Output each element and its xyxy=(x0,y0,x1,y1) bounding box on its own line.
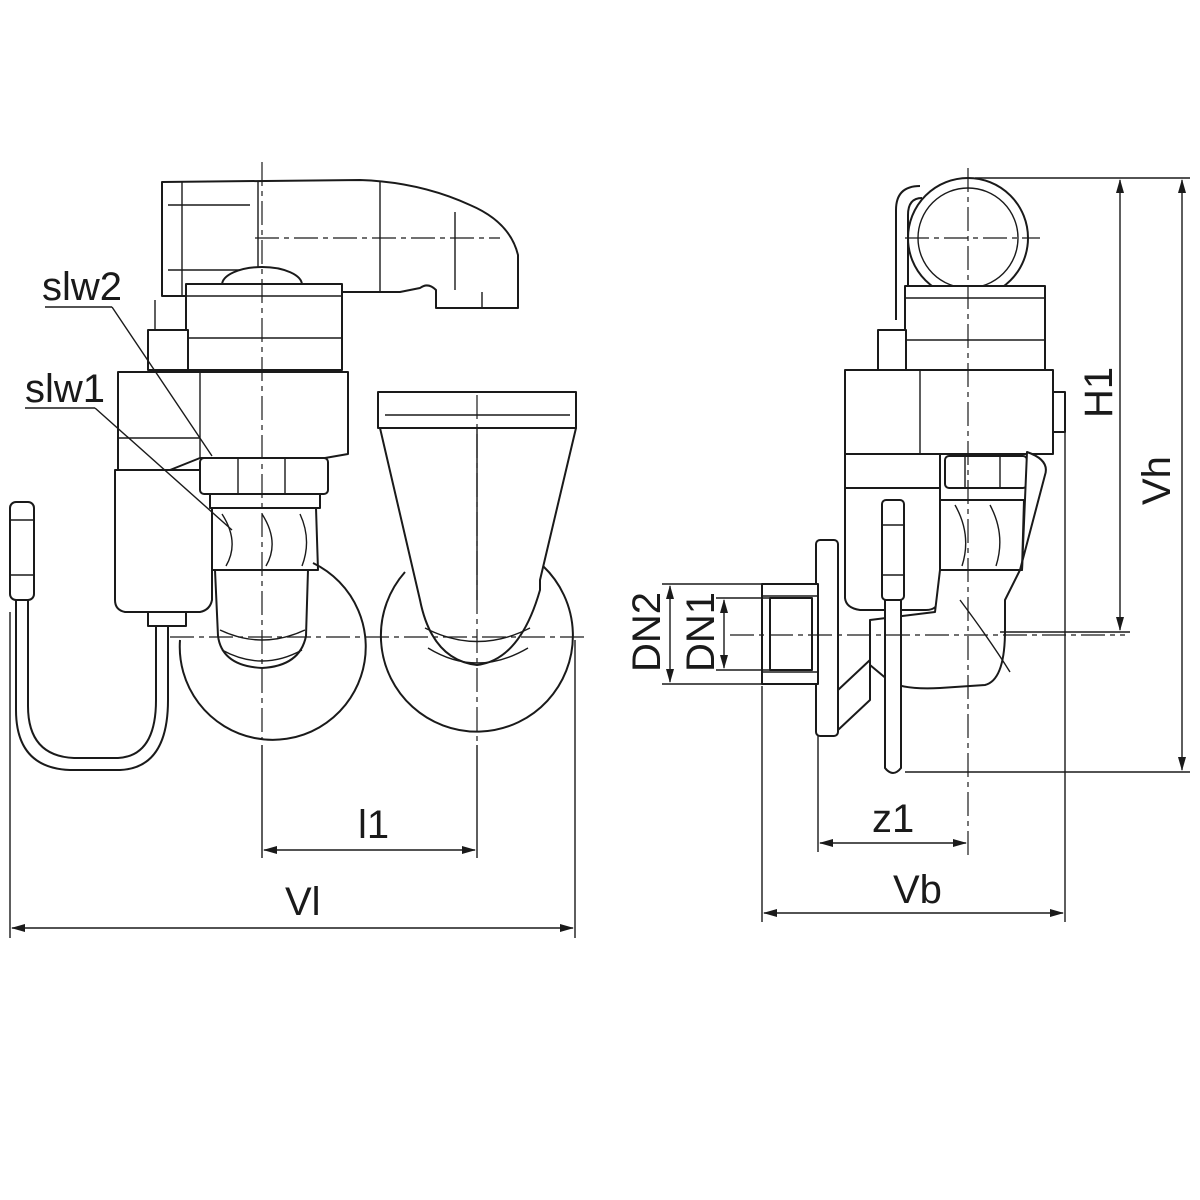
label-vl: Vl xyxy=(285,880,321,924)
front-view xyxy=(9,162,585,938)
dimension-vb xyxy=(761,432,1066,922)
label-vh: Vh xyxy=(1135,456,1179,505)
label-h1: H1 xyxy=(1077,367,1121,418)
dimension-z1 xyxy=(817,736,967,852)
sensor-cable xyxy=(9,501,169,771)
side-view xyxy=(662,168,1190,922)
upper-body xyxy=(147,283,343,371)
label-l1: l1 xyxy=(358,803,389,847)
dimension-vh xyxy=(905,179,1190,773)
dimension-vl xyxy=(9,612,576,938)
dimension-dn xyxy=(662,583,770,685)
main-housing xyxy=(114,371,349,627)
union-nut-slw2 xyxy=(199,457,329,509)
side-upper-body xyxy=(877,285,1046,373)
label-z1: z1 xyxy=(872,797,914,841)
label-slw1: slw1 xyxy=(25,367,105,411)
label-vb: Vb xyxy=(893,868,942,912)
label-dn2: DN2 xyxy=(625,592,669,672)
side-flange xyxy=(761,539,871,737)
label-slw2: slw2 xyxy=(42,265,122,309)
side-housing xyxy=(844,369,1066,690)
left-flange xyxy=(178,562,367,741)
union-nut-slw1 xyxy=(211,507,319,571)
side-probe xyxy=(881,499,905,774)
label-dn1: DN1 xyxy=(679,592,723,672)
dimension-l1 xyxy=(261,745,478,858)
lower-spigot xyxy=(214,569,309,669)
